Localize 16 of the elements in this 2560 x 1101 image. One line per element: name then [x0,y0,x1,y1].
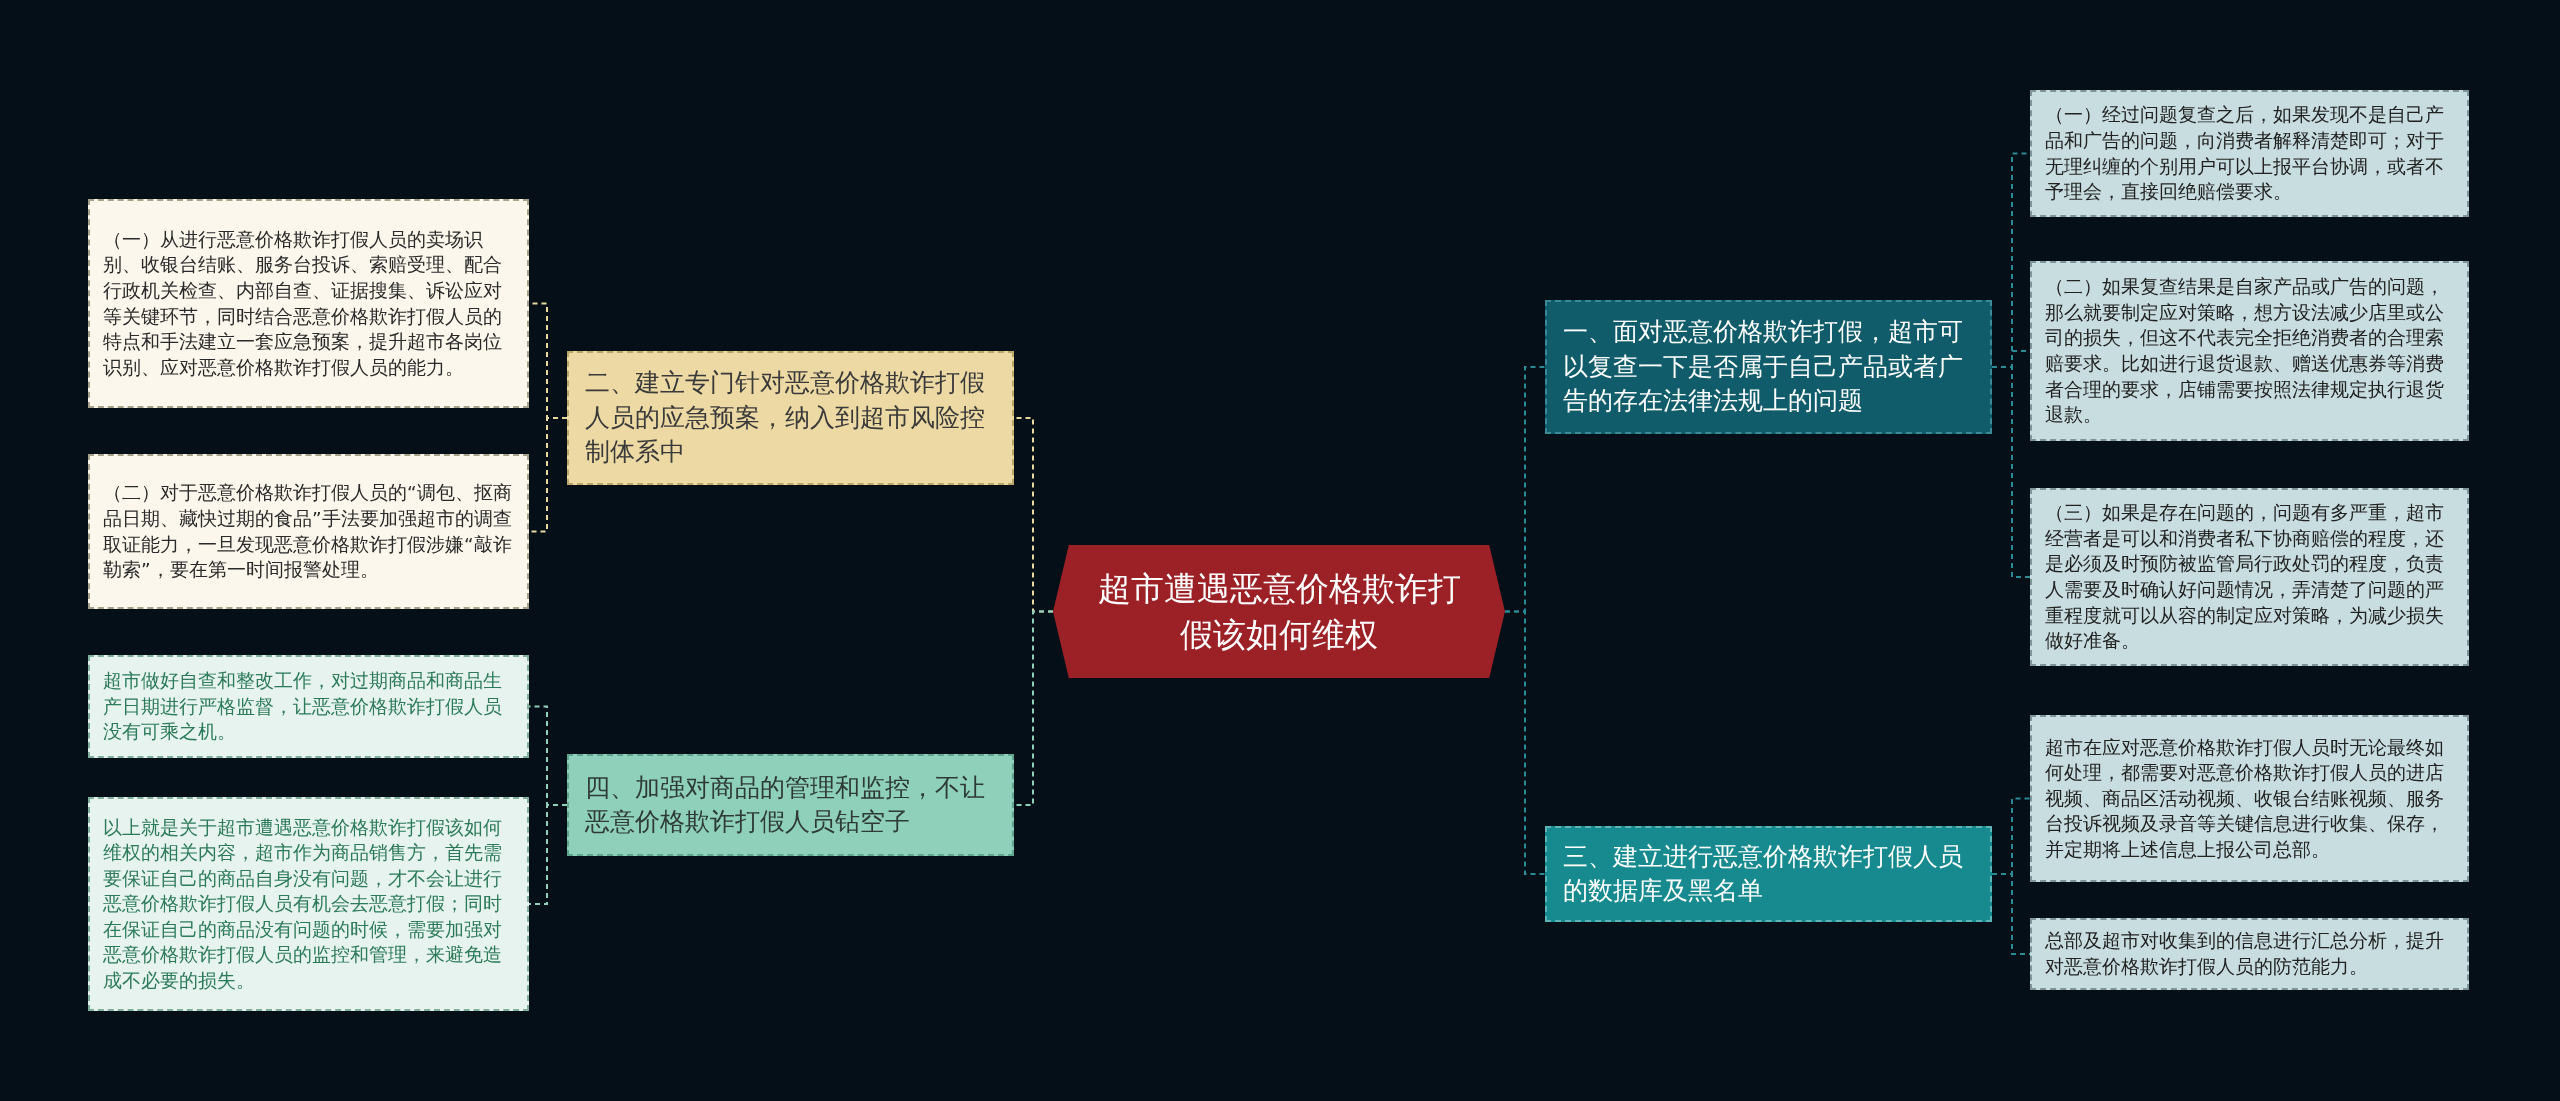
note-box: 以上就是关于超市遭遇恶意价格欺诈打假该如何维权的相关内容，超市作为商品销售方，首先需要保证自己的商品自身没有问题，才不会让进行恶意价格欺诈打假人员有机会去恶意打假；同时在保证自己的商品没有问题的时候，需要加强对恶意价格欺诈打假人员的监控和管理，来避免造成不必要的损失。 [88,797,529,1011]
note-box: （一）经过问题复查之后，如果发现不是自己产品和广告的问题，向消费者解释清楚即可；对于无理纠缠的个别用户可以上报平台协调，或者不予理会，直接回绝赔偿要求。 [2030,90,2469,217]
connector-line [1991,366,2031,578]
note-box: （二）如果复查结果是自家产品或广告的问题，那么就要制定应对策略，想方设法减少店里或公司的损失，但这不代表完全拒绝消费者的合理索赔要求。比如进行退货退款、赠送优惠券等消费者合理的要求，店铺需要按照法律规定执行退货退款。 [2030,261,2469,441]
note-box: 超市在应对恶意价格欺诈打假人员时无论最终如何处理，都需要对恶意价格欺诈打假人员的进店视频、商品区活动视频、收银台结账视频、服务台投诉视频及录音等关键信息进行收集、保存，并定期将上述信息上报公司总部。 [2030,715,2469,882]
note-box: 总部及超市对收集到的信息进行汇总分析，提升对恶意价格欺诈打假人员的防范能力。 [2030,918,2469,990]
topic-box: 三、建立进行恶意价格欺诈打假人员的数据库及黑名单 [1545,826,1992,922]
note-box: 超市做好自查和整改工作，对过期商品和商品生产日期进行严格监督，让恶意价格欺诈打假人员没有可乘之机。 [88,655,529,758]
topic-box: 二、建立专门针对恶意价格欺诈打假人员的应急预案，纳入到超市风险控制体系中 [567,351,1014,485]
note-box: （三）如果是存在问题的，问题有多严重，超市经营者是可以和消费者私下协商赔偿的程度，还是必须及时预防被监管局行政处罚的程度，负责人需要及时确认好问题情况，弄清楚了问题的严重程度就可以从容的制定应对策略，为减少损失做好准备。 [2030,488,2469,666]
connector-line [528,804,568,905]
note-box: （一）从进行恶意价格欺诈打假人员的卖场识别、收银台结账、服务台投诉、索赔受理、配合行政机关检查、内部自查、证据搜集、诉讼应对等关键环节，同时结合恶意价格欺诈打假人员的特点和手法建立一套应急预案，提升超市各岗位识别、应对恶意价格欺诈打假人员的能力。 [88,199,529,408]
note-box: （二）对于恶意价格欺诈打假人员的“调包、抠商品日期、藏快过期的食品”手法要加强超市的调查取证能力，一旦发现恶意价格欺诈打假涉嫌“敲诈勒索”，要在第一时间报警处理。 [88,454,529,609]
topic-box: 一、面对恶意价格欺诈打假，超市可以复查一下是否属于自己产品或者广告的存在法律法规上的问题 [1545,300,1992,434]
connector-line [1504,610,1546,875]
topic-box: 四、加强对商品的管理和监控，不让恶意价格欺诈打假人员钻空子 [567,754,1014,856]
